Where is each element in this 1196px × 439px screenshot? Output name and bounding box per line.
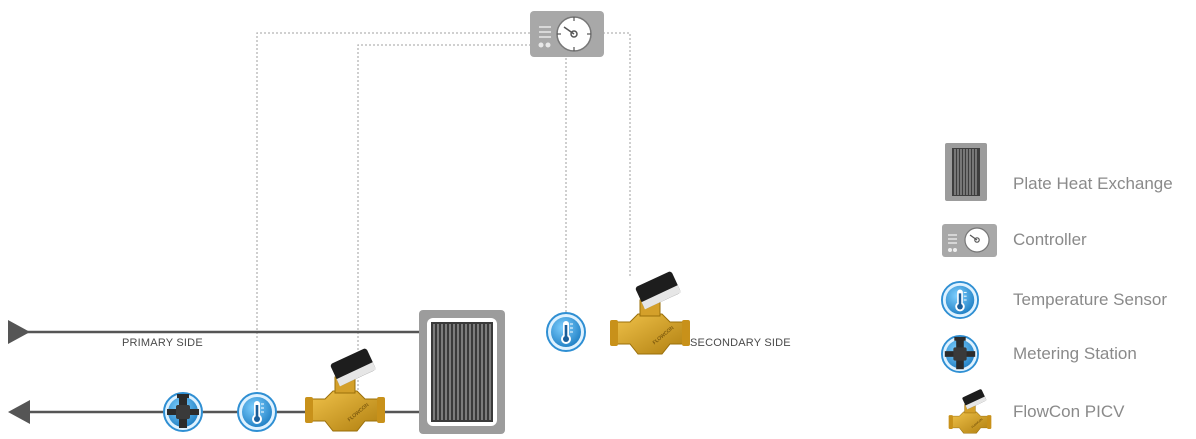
metering-station-icon [941,335,979,373]
legend-label: Temperature Sensor [1013,290,1168,309]
temperature-sensor-icon [941,281,979,319]
primary-side-label: PRIMARY SIDE [122,337,203,349]
secondary-side-label: SECONDARY SIDE [690,337,791,349]
controller-icon [942,224,997,257]
plate-heat-exchanger-icon [945,143,987,201]
signal-lines [256,32,631,398]
picv-valve-secondary [609,270,691,355]
legend-label: Plate Heat Exchange [1013,174,1173,193]
flowcon-picv-icon [948,388,992,434]
temperature-sensor-primary [237,392,277,432]
exchanger-plates [433,324,491,420]
temperature-sensor-secondary [546,312,586,352]
flow-arrow-right-icon [8,320,30,344]
flow-arrow-left-icon [8,400,30,424]
controller [529,10,605,58]
metering-station [163,392,203,432]
legend-label: Metering Station [1013,344,1137,363]
picv-valve-primary [304,347,386,432]
legend-label: Controller [1013,230,1087,249]
legend-label: FlowCon PICV [1013,402,1125,421]
